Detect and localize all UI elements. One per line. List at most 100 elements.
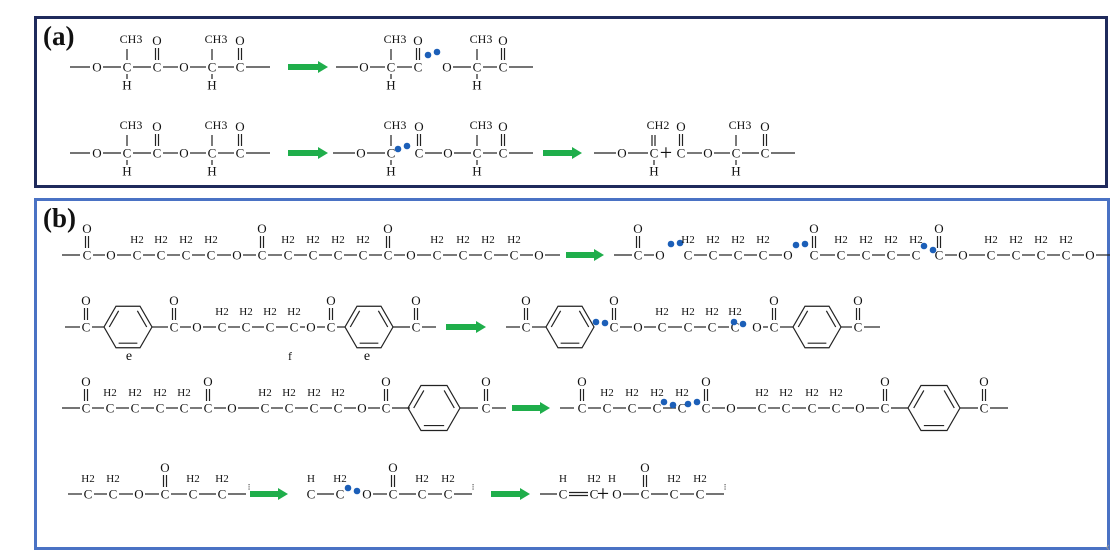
carbonyl-oxygen: O: [760, 119, 769, 134]
h2-label: H2: [307, 387, 320, 399]
atom-c: C: [887, 248, 896, 263]
h2-label: H2: [675, 387, 688, 399]
atom-c: C: [1012, 248, 1021, 263]
carbonyl-oxygen: O: [388, 460, 397, 475]
carbonyl-oxygen: O: [235, 33, 244, 48]
h2-label: H2: [755, 387, 768, 399]
atom-c: C: [84, 487, 93, 502]
atom-c: C: [170, 320, 179, 335]
atom-c: C: [708, 320, 717, 335]
atom-c: C: [382, 401, 391, 416]
aromatic-bond: [943, 390, 955, 409]
atom-c: C: [1062, 248, 1071, 263]
h2-label: H2: [106, 473, 119, 485]
atom-c: C: [123, 146, 132, 161]
atom-o: O: [612, 487, 621, 502]
atom-o: O: [655, 248, 664, 263]
atom-c: C: [161, 487, 170, 502]
h2-label: H2: [282, 387, 295, 399]
h2-label: H2: [481, 234, 494, 246]
h2-label: H2: [731, 234, 744, 246]
atom-c: C: [106, 401, 115, 416]
h2-label: H2: [103, 387, 116, 399]
reaction-arrow: [491, 488, 530, 500]
atom-c: C: [935, 248, 944, 263]
radical-dot: [920, 242, 928, 250]
carbonyl-oxygen: O: [169, 293, 178, 308]
atom-c: C: [670, 487, 679, 502]
h2-label: H2: [705, 306, 718, 318]
benzene-ring: [103, 305, 153, 349]
atom-c: C: [82, 401, 91, 416]
radical-dot: [730, 318, 738, 326]
atom-o: O: [958, 248, 967, 263]
h2-label: H2: [130, 234, 143, 246]
carbonyl-oxygen: O: [411, 293, 420, 308]
atom-c: C: [123, 60, 132, 75]
atom-o: O: [633, 320, 642, 335]
reaction-arrow: [543, 147, 582, 159]
atom-o: O: [534, 248, 543, 263]
carbonyl-oxygen: O: [235, 119, 244, 134]
carbonyl-oxygen: O: [676, 119, 685, 134]
atom-c: C: [182, 248, 191, 263]
atom-c: C: [444, 487, 453, 502]
atom-c: C: [153, 60, 162, 75]
carbonyl-oxygen: O: [257, 221, 266, 236]
reaction-arrow: [512, 402, 550, 414]
atom-c: C: [207, 248, 216, 263]
reaction-arrow: [288, 147, 328, 159]
chain-continuation-mark: ⁝: [724, 482, 727, 492]
h2-label: H2: [331, 234, 344, 246]
h2-label: H2: [441, 473, 454, 485]
atom-c: C: [285, 401, 294, 416]
atom-c: C: [758, 401, 767, 416]
atom-c: C: [862, 248, 871, 263]
carbonyl-oxygen: O: [769, 293, 778, 308]
h2-label: H2: [215, 306, 228, 318]
atom-c: C: [266, 320, 275, 335]
carbonyl-oxygen: O: [81, 374, 90, 389]
aromatic-bond: [136, 310, 148, 328]
h2-label: H2: [693, 473, 706, 485]
carbonyl-oxygen: O: [809, 221, 818, 236]
h2-label: H2: [829, 387, 842, 399]
carbonyl-oxygen: O: [481, 374, 490, 389]
h-label: H: [559, 473, 567, 485]
methyl-label: CH3: [120, 32, 143, 46]
aromatic-bond: [825, 310, 837, 328]
atom-o: O: [752, 320, 761, 335]
atom-c: C: [1037, 248, 1046, 263]
h2-label: H2: [128, 387, 141, 399]
atom-o: O: [442, 60, 451, 75]
atom-c: C: [389, 487, 398, 502]
atom-h: H: [122, 164, 131, 179]
carbonyl-oxygen: O: [82, 221, 91, 236]
radical-dot: [344, 484, 352, 492]
atom-c: C: [678, 401, 687, 416]
carbonyl-oxygen: O: [383, 221, 392, 236]
carbonyl-oxygen: O: [81, 293, 90, 308]
atom-c: C: [641, 487, 650, 502]
benzene-ring: [545, 305, 595, 349]
h2-label: H2: [667, 473, 680, 485]
chain-continuation-mark: ⁝: [472, 482, 475, 492]
atom-c: C: [459, 248, 468, 263]
atom-c: C: [499, 146, 508, 161]
atom-c: C: [242, 320, 251, 335]
atom-c: C: [808, 401, 817, 416]
reaction-arrow: [566, 249, 604, 261]
atom-c: C: [412, 320, 421, 335]
atom-c: C: [307, 487, 316, 502]
atom-c: C: [881, 401, 890, 416]
atom-c: C: [473, 146, 482, 161]
h2-label: H2: [1009, 234, 1022, 246]
radical-dot: [601, 319, 609, 327]
radical-dot: [394, 145, 402, 153]
atom-c: C: [650, 146, 659, 161]
atom-c: C: [578, 401, 587, 416]
atom-h: H: [122, 78, 131, 93]
atom-c: C: [677, 146, 686, 161]
atom-o: O: [179, 146, 188, 161]
atom-c: C: [702, 401, 711, 416]
